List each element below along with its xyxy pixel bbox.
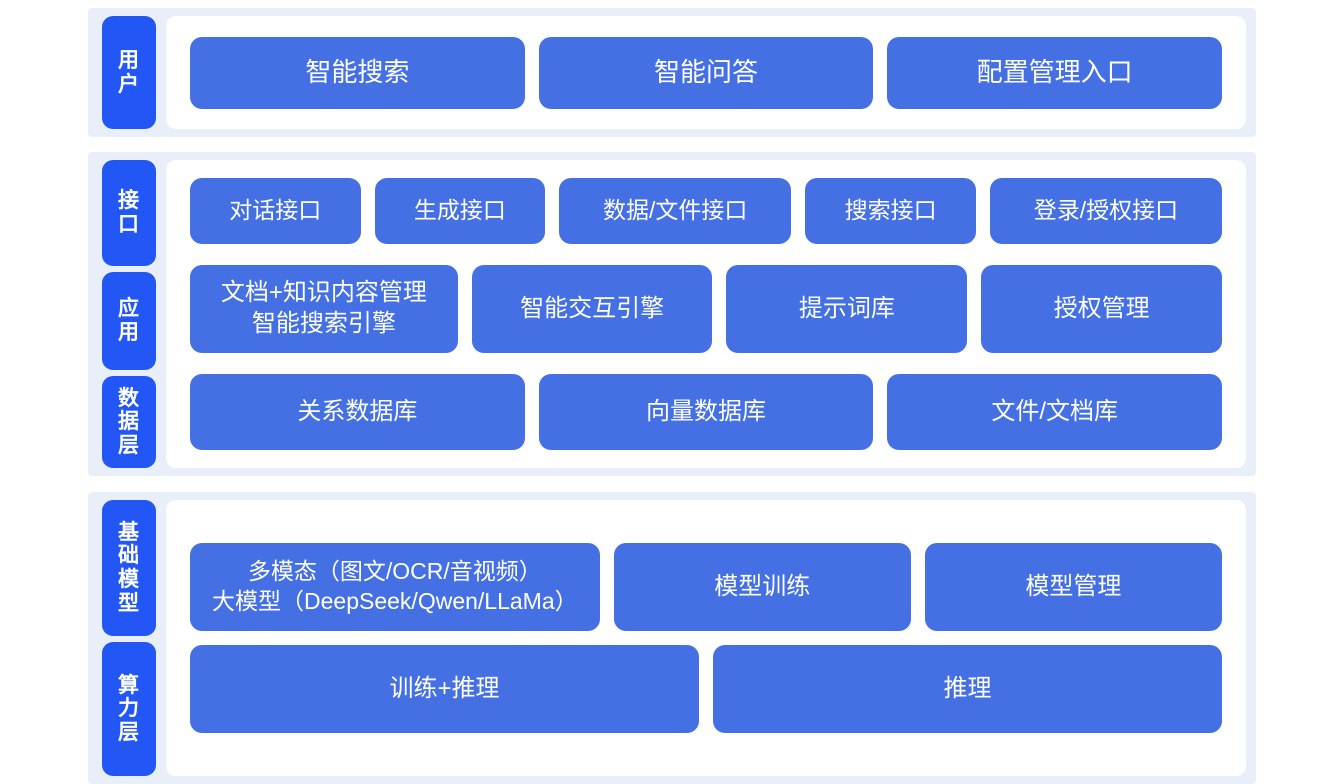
section-middle-layers: 接口 应用 数据层 对话接口 生成接口 数据/文件接口 搜索接口 登录/授权接口…: [88, 152, 1256, 476]
rail-middle-layers: 接口 应用 数据层: [102, 160, 156, 468]
rail-pill-compute-layer: 算力层: [102, 642, 156, 776]
row-compute-modules: 训练+推理 推理: [190, 645, 1222, 733]
section-user-layer: 用户 智能搜索 智能问答 配置管理入口: [88, 8, 1256, 137]
box-model-management[interactable]: 模型管理: [924, 543, 1222, 631]
row-data-stores: 关系数据库 向量数据库 文件/文档库: [190, 374, 1223, 450]
rail-pill-data-label: 数据层: [117, 386, 140, 457]
rail-pill-api-label: 接口: [117, 189, 140, 236]
rail-pill-user: 用户: [102, 16, 156, 129]
box-generate-api[interactable]: 生成接口: [374, 178, 546, 244]
box-doc-knowledge-mgmt[interactable]: 文档+知识内容管理 智能搜索引擎: [190, 265, 458, 353]
rail-pill-foundation-model: 基础模型: [102, 500, 156, 636]
rail-pill-foundation-model-label: 基础模型: [117, 520, 140, 615]
box-train-and-infer[interactable]: 训练+推理: [190, 645, 699, 733]
rail-user-layer: 用户: [102, 16, 156, 129]
box-smart-search[interactable]: 智能搜索: [190, 36, 525, 109]
rail-pill-app-label: 应用: [117, 297, 140, 344]
box-login-auth-api[interactable]: 登录/授权接口: [989, 178, 1222, 244]
rail-pill-api: 接口: [102, 160, 156, 266]
rail-pill-user-label: 用户: [117, 48, 140, 96]
box-search-api[interactable]: 搜索接口: [805, 178, 976, 244]
section-foundation-layers: 基础模型 算力层 多模态（图文/OCR/音视频） 大模型（DeepSeek/Qw…: [88, 492, 1256, 784]
box-prompt-library[interactable]: 提示词库: [726, 265, 968, 353]
box-smart-qa[interactable]: 智能问答: [538, 36, 874, 109]
row-api-interfaces: 对话接口 生成接口 数据/文件接口 搜索接口 登录/授权接口: [190, 178, 1222, 244]
box-smart-interaction-engine[interactable]: 智能交互引擎: [471, 265, 713, 353]
box-model-training[interactable]: 模型训练: [613, 543, 911, 631]
rail-pill-compute-layer-label: 算力层: [117, 673, 140, 744]
box-vector-db[interactable]: 向量数据库: [538, 374, 874, 450]
card-middle-layers: 对话接口 生成接口 数据/文件接口 搜索接口 登录/授权接口 文档+知识内容管理…: [166, 160, 1246, 468]
box-dialog-api[interactable]: 对话接口: [190, 178, 361, 244]
rail-pill-data: 数据层: [102, 376, 156, 468]
row-user-entries: 智能搜索 智能问答 配置管理入口: [190, 36, 1223, 109]
box-data-file-api[interactable]: 数据/文件接口: [559, 178, 792, 244]
box-auth-management[interactable]: 授权管理: [981, 265, 1222, 353]
card-foundation-layers: 多模态（图文/OCR/音视频） 大模型（DeepSeek/Qwen/LLaMa）…: [166, 500, 1246, 776]
row-model-modules: 多模态（图文/OCR/音视频） 大模型（DeepSeek/Qwen/LLaMa）…: [190, 543, 1222, 631]
box-multimodal-llm[interactable]: 多模态（图文/OCR/音视频） 大模型（DeepSeek/Qwen/LLaMa）: [190, 543, 600, 631]
box-config-admin-entry[interactable]: 配置管理入口: [887, 36, 1223, 109]
box-infer[interactable]: 推理: [713, 645, 1222, 733]
card-user-layer: 智能搜索 智能问答 配置管理入口: [166, 16, 1246, 129]
rail-pill-app: 应用: [102, 272, 156, 370]
box-relational-db[interactable]: 关系数据库: [190, 374, 525, 450]
rail-foundation-layers: 基础模型 算力层: [102, 500, 156, 776]
row-application-modules: 文档+知识内容管理 智能搜索引擎 智能交互引擎 提示词库 授权管理: [190, 265, 1222, 353]
box-file-doc-store[interactable]: 文件/文档库: [887, 374, 1223, 450]
